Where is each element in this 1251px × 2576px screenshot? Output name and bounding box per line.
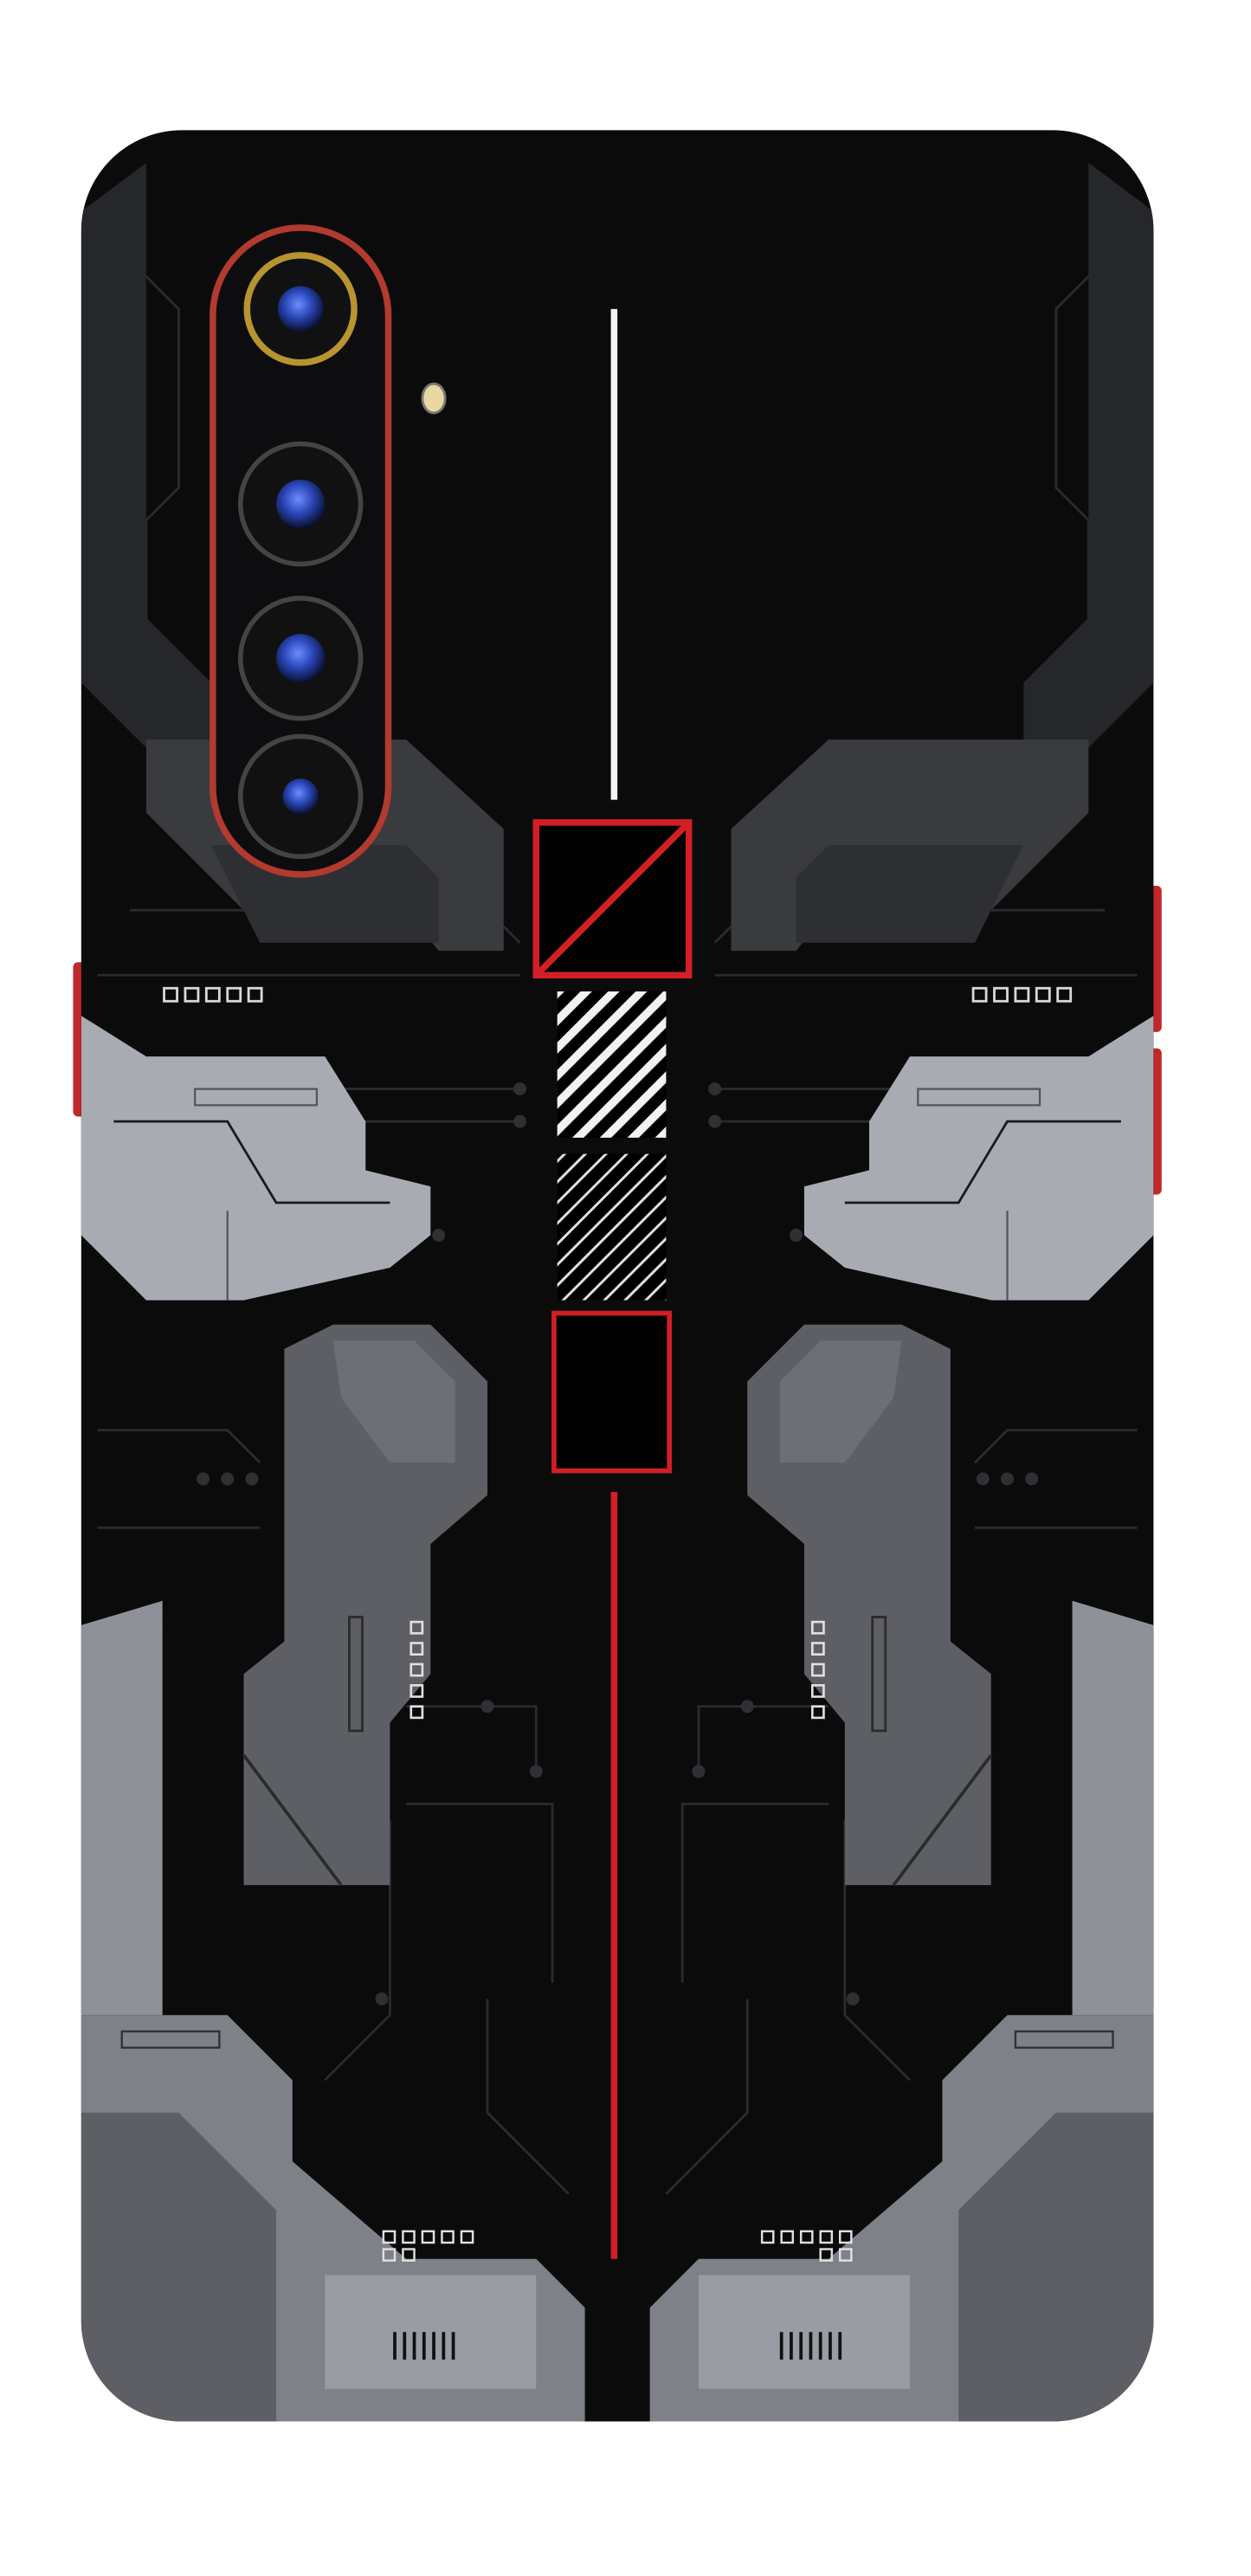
- camera-lens-4: [237, 733, 364, 860]
- camera-lens-3: [237, 596, 364, 721]
- red-split-square: [532, 819, 693, 979]
- hatched-block-bold: [557, 991, 667, 1138]
- camera-lens-1: [243, 252, 358, 366]
- hatched-block-thin: [557, 1153, 667, 1301]
- red-outline-box: [551, 1310, 672, 1474]
- flash-icon: [421, 382, 447, 415]
- camera-module: [210, 224, 392, 878]
- circuit-pattern-left: [81, 162, 585, 2422]
- camera-lens-2: [237, 441, 364, 567]
